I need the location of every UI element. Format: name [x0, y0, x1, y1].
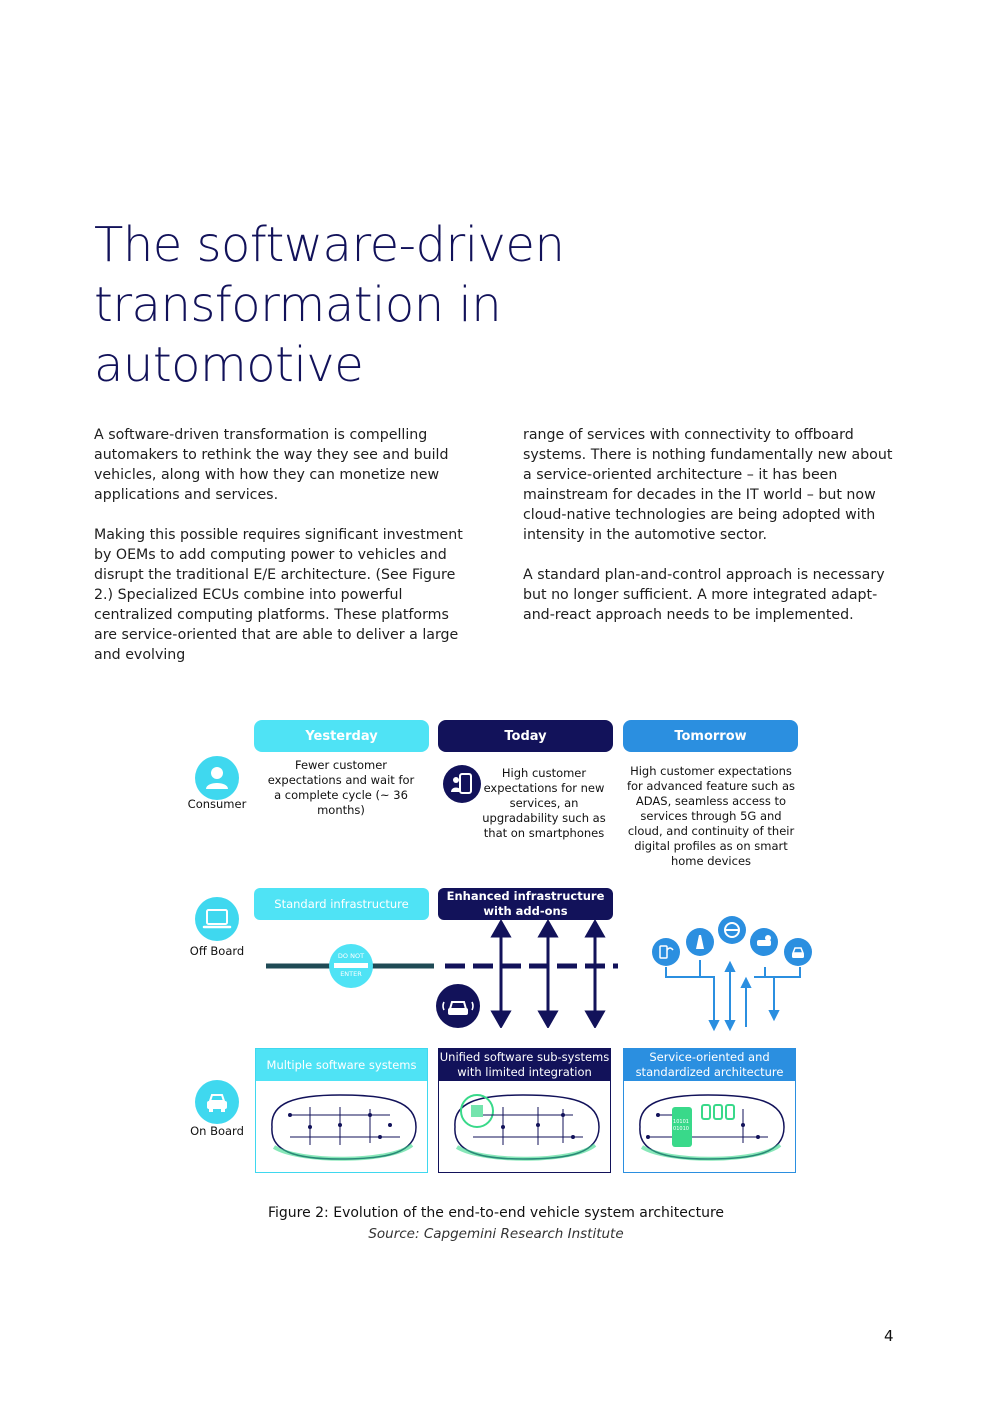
sign-bar — [334, 963, 368, 968]
car-icon — [195, 1080, 239, 1124]
panel-title: Unified software sub-systems with limite… — [439, 1049, 610, 1081]
paragraph: A standard plan-and-control approach is … — [523, 567, 885, 623]
figure-caption: Figure 2: Evolution of the end-to-end ve… — [267, 1205, 725, 1221]
consumer-tomorrow-text: High customer expectations for advanced … — [626, 764, 796, 868]
consumer-today-text: High customer expectations for new servi… — [482, 766, 606, 840]
paragraph: Making this possible requires significan… — [94, 527, 463, 663]
car-topview-illustration — [639, 1094, 785, 1161]
panel-service-oriented: Service-oriented and standardized archit… — [623, 1048, 796, 1173]
paragraph: A software-driven transformation is comp… — [94, 427, 449, 503]
consumer-yesterday-text: Fewer customer expectations and wait for… — [267, 758, 415, 817]
car-topview-illustration — [454, 1094, 600, 1161]
chip-binary-label: 10101 01010 — [673, 1119, 689, 1132]
header-today: Today — [438, 720, 613, 752]
page-title: The software-driven transformation in au… — [94, 217, 565, 393]
sign-text-bottom: ENTER — [340, 970, 362, 978]
panel-unified-software: Unified software sub-systems with limite… — [438, 1048, 611, 1173]
connected-car-icon — [436, 984, 480, 1028]
panel-title: Multiple software systems — [256, 1049, 427, 1081]
row-label-off-board: Off Board — [189, 944, 245, 958]
panel-multiple-software: Multiple software systems — [255, 1048, 428, 1173]
row-label-on-board: On Board — [190, 1124, 244, 1138]
sign-text-top: DO NOT — [337, 952, 365, 960]
car-topview-illustration — [271, 1094, 417, 1161]
page-number: 4 — [884, 1327, 894, 1345]
panel-title: Service-oriented and standardized archit… — [624, 1049, 795, 1081]
row-label-consumer: Consumer — [187, 797, 247, 811]
enhanced-infrastructure-box: Enhanced infrastructure with add-ons — [438, 888, 613, 920]
body-column-right: range of services with connectivity to o… — [523, 425, 895, 645]
header-yesterday: Yesterday — [254, 720, 429, 752]
cloud-phone-icon — [652, 938, 680, 966]
laptop-icon — [195, 897, 239, 941]
road-icon — [686, 928, 714, 956]
car-parts-icon — [750, 928, 778, 956]
figure-source: Source: Capgemini Research Institute — [368, 1226, 624, 1242]
paragraph: range of services with connectivity to o… — [523, 427, 893, 543]
car-front-icon — [784, 938, 812, 966]
steering-wheel-icon — [718, 916, 746, 944]
smartphone-user-icon — [443, 765, 481, 803]
bidirectional-arrows — [490, 920, 606, 1028]
service-connection-arrows — [665, 960, 801, 1032]
header-tomorrow: Tomorrow — [623, 720, 798, 752]
body-column-left: A software-driven transformation is comp… — [94, 425, 466, 685]
do-not-enter-sign: DO NOT ENTER — [329, 944, 373, 988]
consumer-icon — [195, 756, 239, 800]
standard-infrastructure-box: Standard infrastructure — [254, 888, 429, 920]
